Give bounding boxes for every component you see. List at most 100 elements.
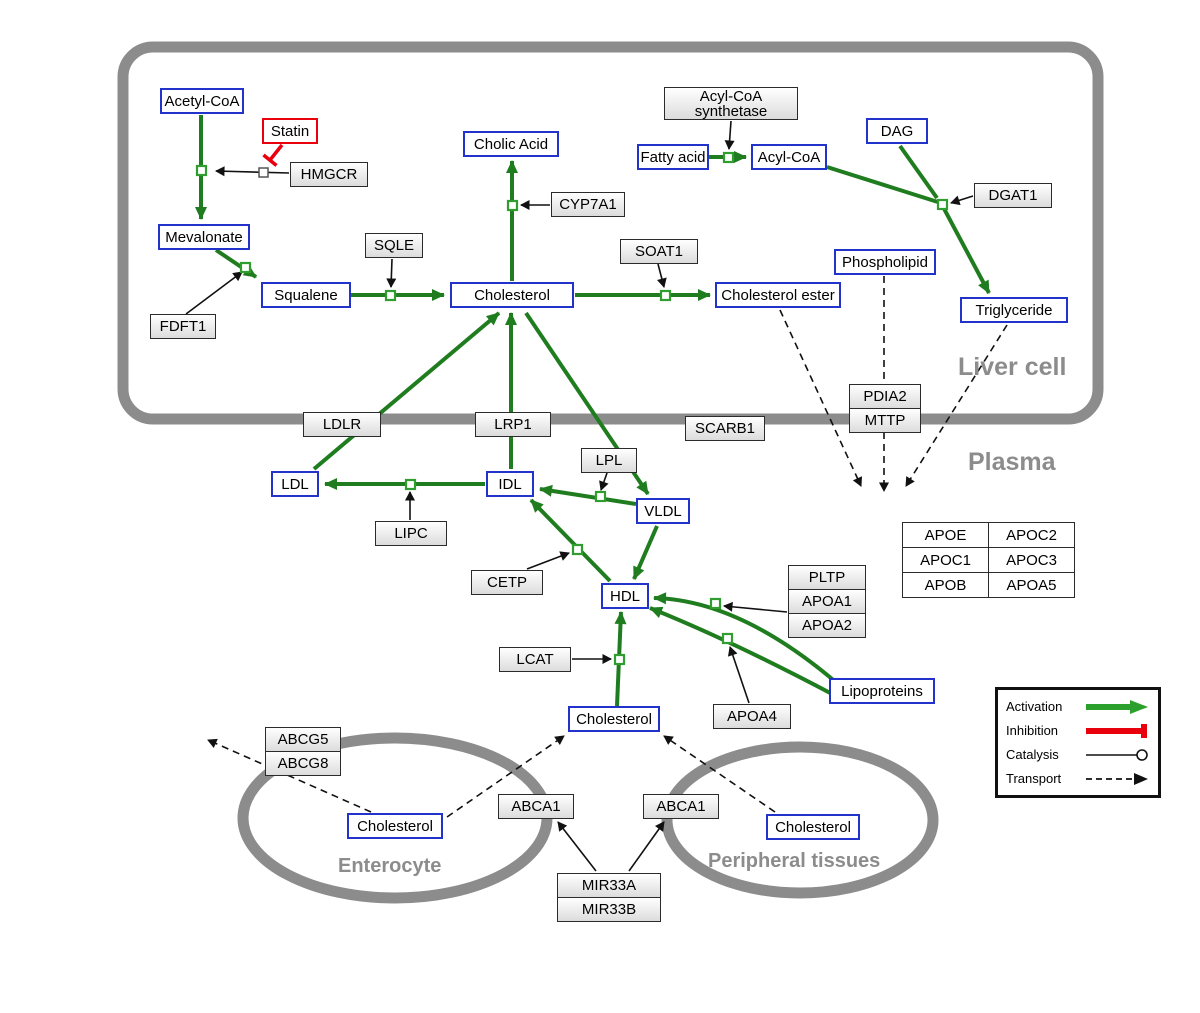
reaction-node — [571, 543, 584, 556]
node-abcg5[interactable]: ABCG5 — [265, 727, 341, 752]
catalysis-circle-icon — [1086, 748, 1148, 761]
edge-soat1-catalysis — [657, 263, 667, 288]
edge-vldl-idl — [539, 484, 637, 506]
node-fdft1[interactable]: FDFT1 — [150, 314, 216, 339]
legend-transport: Transport — [1006, 769, 1150, 788]
node-abcg8[interactable]: ABCG8 — [265, 751, 341, 776]
legend-catalysis-label: Catalysis — [1006, 747, 1059, 762]
reaction-node — [506, 199, 519, 212]
node-apoe[interactable]: APOE — [902, 522, 989, 548]
node-cholesterol-ester[interactable]: Cholesterol ester — [715, 282, 841, 308]
edge-lipoproteins-hdl-2 — [649, 606, 835, 697]
edge-sqle-catalysis — [386, 258, 397, 288]
edge-abcg-efflux-transport — [207, 738, 372, 813]
node-acyl-coa[interactable]: Acyl-CoA — [751, 144, 827, 170]
node-apob[interactable]: APOB — [902, 572, 989, 598]
node-cholesterol-plasma[interactable]: Cholesterol — [568, 706, 660, 732]
node-cetp[interactable]: CETP — [471, 570, 543, 595]
reaction-node — [404, 478, 417, 491]
node-mevalonate[interactable]: Mevalonate — [158, 224, 250, 250]
node-sqle[interactable]: SQLE — [365, 233, 423, 258]
node-hmgcr[interactable]: HMGCR — [290, 162, 368, 187]
edge-pltp-apoa-catalysis — [723, 601, 788, 613]
node-triglyceride[interactable]: Triglyceride — [960, 297, 1068, 323]
stack-pdia2-mttp: PDIA2 MTTP — [849, 384, 921, 433]
legend-transport-label: Transport — [1006, 771, 1062, 786]
node-hdl[interactable]: HDL — [601, 583, 649, 609]
reaction-node — [594, 490, 607, 503]
reaction-node — [613, 653, 626, 666]
node-lrp1[interactable]: LRP1 — [475, 412, 551, 437]
edge-hdl-idl-cetp — [529, 498, 612, 583]
edge-mir33-abca1-right — [628, 821, 665, 872]
edge-mir33-abca1-left — [557, 821, 597, 872]
node-mir33a[interactable]: MIR33A — [557, 873, 661, 898]
node-pltp[interactable]: PLTP — [788, 565, 866, 590]
node-pdia2[interactable]: PDIA2 — [849, 384, 921, 409]
node-cholesterol-enterocyte[interactable]: Cholesterol — [347, 813, 443, 839]
hmgcr-reaction-node — [258, 167, 269, 178]
reaction-node — [659, 289, 672, 302]
node-lipc[interactable]: LIPC — [375, 521, 447, 546]
node-apoc1[interactable]: APOC1 — [902, 547, 989, 573]
node-vldl[interactable]: VLDL — [636, 498, 690, 524]
node-acyl-coa-synthetase[interactable]: Acyl-CoA synthetase — [664, 87, 798, 120]
node-cyp7a1[interactable]: CYP7A1 — [551, 192, 625, 217]
node-lipoproteins[interactable]: Lipoproteins — [829, 678, 935, 704]
edge-lpl-catalysis — [599, 472, 609, 491]
node-abca1-enterocyte[interactable]: ABCA1 — [498, 794, 574, 819]
node-cholesterol-peripheral[interactable]: Cholesterol — [766, 814, 860, 840]
node-squalene[interactable]: Squalene — [261, 282, 351, 308]
node-lpl[interactable]: LPL — [581, 448, 637, 473]
node-apoc3[interactable]: APOC3 — [988, 547, 1075, 573]
reaction-node — [936, 198, 949, 211]
node-abca1-peripheral[interactable]: ABCA1 — [643, 794, 719, 819]
node-mir33b[interactable]: MIR33B — [557, 897, 661, 922]
node-dag[interactable]: DAG — [866, 118, 928, 144]
node-ldl[interactable]: LDL — [271, 471, 319, 497]
node-cholesterol-liver[interactable]: Cholesterol — [450, 282, 574, 308]
legend: Activation Inhibition Catalysis Transpor… — [995, 687, 1161, 798]
node-ldlr[interactable]: LDLR — [303, 412, 381, 437]
node-apoa1[interactable]: APOA1 — [788, 589, 866, 614]
node-apoa2[interactable]: APOA2 — [788, 613, 866, 638]
reaction-node — [195, 164, 208, 177]
edge-dgat1-catalysis — [950, 195, 974, 206]
edge-lipoproteins-hdl-1 — [653, 592, 840, 686]
stack-mir33: MIR33A MIR33B — [557, 873, 661, 922]
edge-cetp-catalysis — [526, 551, 570, 570]
inhibition-tee-icon — [1086, 723, 1147, 738]
edge-apoa4-catalysis — [727, 646, 750, 704]
node-apoa5[interactable]: APOA5 — [988, 572, 1075, 598]
node-scarb1[interactable]: SCARB1 — [685, 416, 765, 441]
liver-cell-membrane — [117, 41, 1104, 425]
edge-ldl-liver-cholesterol — [312, 311, 501, 471]
node-soat1[interactable]: SOAT1 — [620, 239, 698, 264]
activation-arrow-icon — [1086, 699, 1148, 714]
node-fatty-acid[interactable]: Fatty acid — [637, 144, 709, 170]
reaction-node — [722, 151, 735, 164]
liver-cell-label: Liver cell — [958, 353, 1067, 381]
edge-hmgcr-catalysis — [215, 166, 290, 177]
edge-statin-inhibition — [268, 143, 284, 162]
edge-vldl-hdl — [632, 525, 659, 580]
peripheral-tissues-label: Peripheral tissues — [708, 850, 881, 872]
legend-catalysis: Catalysis — [1006, 745, 1150, 764]
node-statin[interactable]: Statin — [262, 118, 318, 144]
node-lcat[interactable]: LCAT — [499, 647, 571, 672]
node-mttp[interactable]: MTTP — [849, 408, 921, 433]
reaction-node — [239, 261, 252, 274]
node-cholic-acid[interactable]: Cholic Acid — [463, 131, 559, 157]
node-dgat1[interactable]: DGAT1 — [974, 183, 1052, 208]
node-apoa4[interactable]: APOA4 — [713, 704, 791, 729]
node-acetyl-coa[interactable]: Acetyl-CoA — [160, 88, 244, 114]
legend-activation-label: Activation — [1006, 699, 1063, 714]
node-phospholipid[interactable]: Phospholipid — [834, 249, 936, 275]
enterocyte-label: Enterocyte — [338, 855, 442, 877]
stack-abcg5-abcg8: ABCG5 ABCG8 — [265, 727, 341, 776]
edge-fdft1-catalysis — [185, 271, 243, 315]
node-idl[interactable]: IDL — [486, 471, 534, 497]
reaction-node — [709, 597, 722, 610]
node-apoc2[interactable]: APOC2 — [988, 522, 1075, 548]
